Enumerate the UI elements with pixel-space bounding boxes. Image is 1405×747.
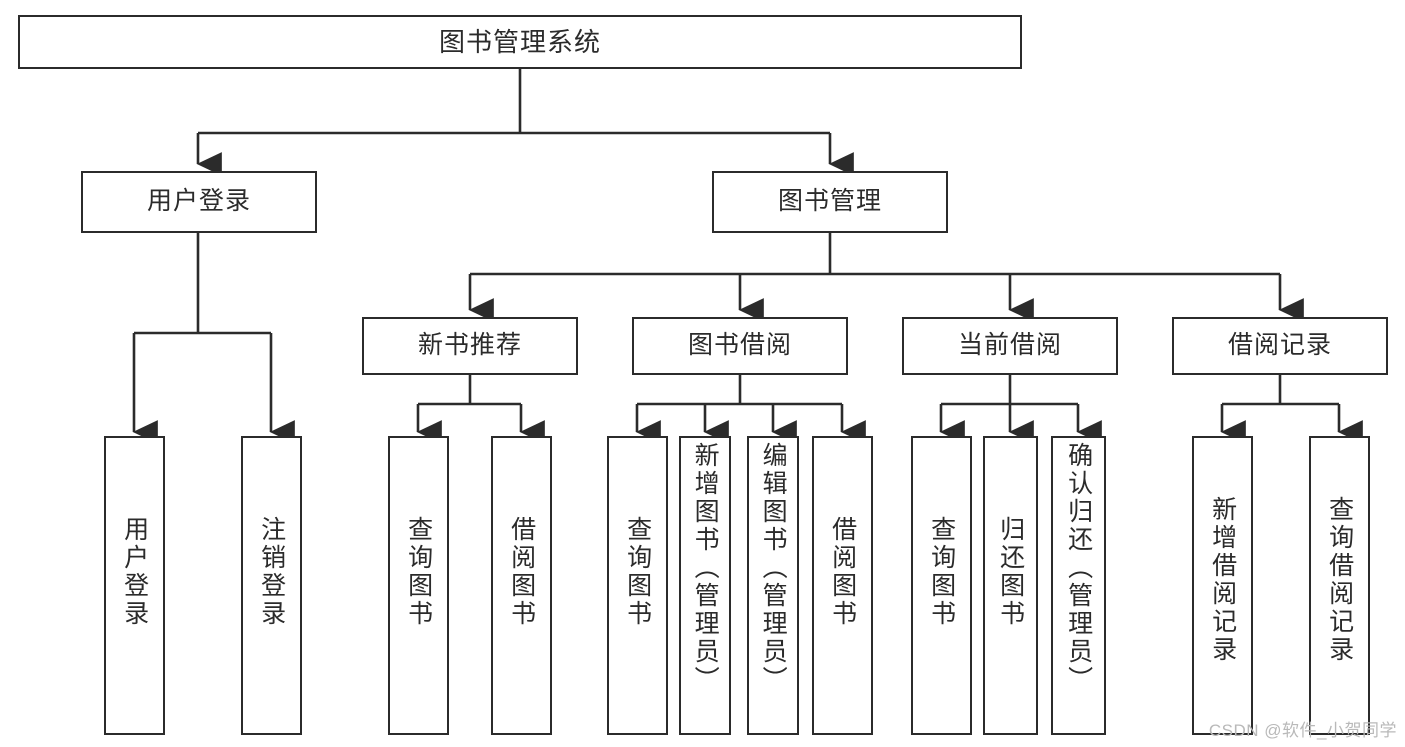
leaf-label: 查询借阅记录 — [1325, 496, 1354, 664]
leaf-label: 新增借阅记录 — [1208, 496, 1237, 664]
leaf-label: 借阅图书 — [507, 516, 536, 628]
node-label: 当前借阅 — [957, 331, 1062, 360]
leaf-label: 借阅图书 — [828, 516, 857, 628]
node-label: 图书管理 — [777, 187, 882, 216]
node-new-book-recommend[interactable]: 新书推荐 — [362, 317, 578, 375]
leaf-label: 编辑图书（管理员） — [759, 442, 788, 694]
node-label: 图书管理系统 — [438, 26, 601, 57]
leaf-query-book-borrow[interactable]: 查询图书 — [607, 436, 668, 735]
leaf-query-borrow-record[interactable]: 查询借阅记录 — [1309, 436, 1370, 735]
leaf-label: 查询图书 — [623, 516, 652, 628]
node-label: 用户登录 — [146, 187, 251, 216]
leaf-label: 查询图书 — [404, 516, 433, 628]
leaf-logout[interactable]: 注销登录 — [241, 436, 302, 735]
leaf-query-book-newbook[interactable]: 查询图书 — [388, 436, 449, 735]
node-root-system[interactable]: 图书管理系统 — [18, 15, 1022, 69]
leaf-label: 新增图书（管理员） — [691, 442, 720, 694]
leaf-return-book[interactable]: 归还图书 — [983, 436, 1038, 735]
node-borrow-record[interactable]: 借阅记录 — [1172, 317, 1388, 375]
node-label: 新书推荐 — [417, 331, 522, 360]
node-label: 图书借阅 — [687, 331, 792, 360]
leaf-add-book-admin[interactable]: 新增图书（管理员） — [679, 436, 731, 735]
leaf-label: 归还图书 — [996, 516, 1025, 628]
leaf-label: 查询图书 — [927, 516, 956, 628]
leaf-add-borrow-record[interactable]: 新增借阅记录 — [1192, 436, 1253, 735]
node-user-login[interactable]: 用户登录 — [81, 171, 317, 233]
node-label: 借阅记录 — [1227, 331, 1332, 360]
node-book-borrow[interactable]: 图书借阅 — [632, 317, 848, 375]
leaf-query-book-current[interactable]: 查询图书 — [911, 436, 972, 735]
csdn-watermark: CSDN @软件_小贺同学 — [1208, 721, 1397, 740]
leaf-confirm-return-admin[interactable]: 确认归还（管理员） — [1051, 436, 1106, 735]
leaf-borrow-book-newbook[interactable]: 借阅图书 — [491, 436, 552, 735]
node-book-management[interactable]: 图书管理 — [712, 171, 948, 233]
leaf-user-login[interactable]: 用户登录 — [104, 436, 165, 735]
leaf-label: 用户登录 — [120, 516, 149, 628]
leaf-borrow-book[interactable]: 借阅图书 — [812, 436, 873, 735]
node-current-borrow[interactable]: 当前借阅 — [902, 317, 1118, 375]
leaf-label: 确认归还（管理员） — [1064, 442, 1093, 694]
leaf-label: 注销登录 — [257, 516, 286, 628]
leaf-edit-book-admin[interactable]: 编辑图书（管理员） — [747, 436, 799, 735]
